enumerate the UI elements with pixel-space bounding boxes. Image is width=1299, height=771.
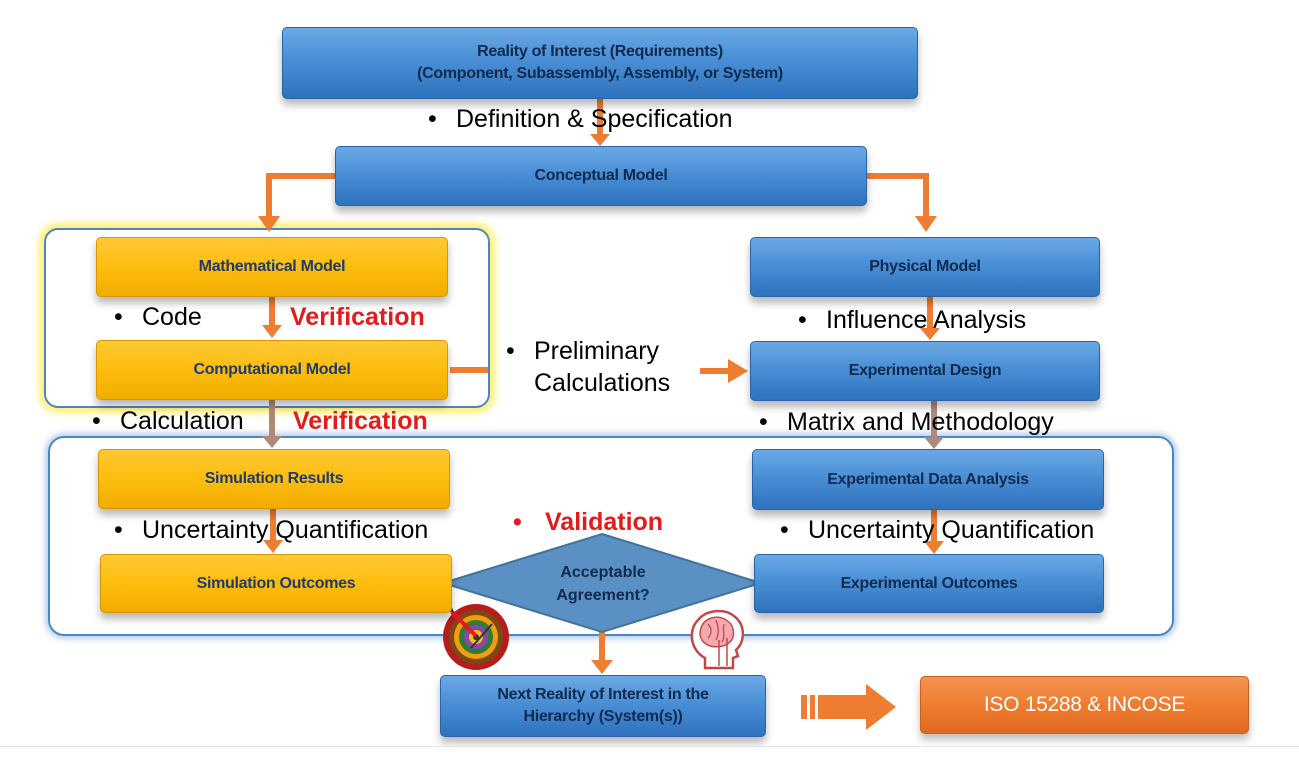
validation-text: Validation — [545, 508, 664, 536]
matrix-text: Matrix and Methodology — [787, 408, 1054, 436]
simulation-results-box: Simulation Results — [98, 449, 450, 509]
iso-incose-box: ISO 15288 & INCOSE — [920, 676, 1249, 734]
uq-left-annotation: • Uncertainty Quantification — [114, 515, 428, 545]
physical-model-box: Physical Model — [750, 237, 1100, 297]
simulation-outcomes-label: Simulation Outcomes — [196, 574, 356, 592]
bottom-divider — [0, 746, 1299, 747]
arrow-computational-to-simulation-results — [262, 400, 282, 448]
reality-line-1: Reality of Interest (Requirements) — [477, 43, 723, 60]
code-text: Code — [142, 303, 202, 331]
bullet: • — [798, 306, 807, 334]
next-reality-box: Next Reality of Interest in the Hierarch… — [440, 675, 766, 737]
brain-head-icon — [690, 609, 745, 670]
physical-model-label: Physical Model — [869, 258, 981, 275]
bullet: • — [114, 303, 123, 331]
arrow-physical-to-experimental-design — [920, 297, 940, 340]
experimental-outcomes-label: Experimental Outcomes — [840, 574, 1018, 592]
matrix-annotation: • Matrix and Methodology — [759, 407, 1054, 437]
definition-text: Definition & Specification — [456, 105, 733, 133]
preliminary-annotation: • Preliminary — [506, 336, 659, 366]
arrow-mathematical-to-computational — [262, 297, 282, 338]
experimental-design-label: Experimental Design — [848, 362, 1002, 379]
bullet: • — [506, 337, 515, 365]
arrow-decision-to-next-reality — [591, 632, 613, 674]
reality-of-interest-box: Reality of Interest (Requirements) (Comp… — [282, 27, 918, 99]
bullet: • — [428, 105, 437, 133]
calculation-text: Calculation — [120, 407, 244, 435]
validation-frame — [48, 436, 1174, 636]
conceptual-model-label: Conceptual Model — [534, 167, 668, 184]
decision-diamond — [439, 532, 765, 634]
arrow-reality-to-conceptual — [590, 99, 610, 146]
arrow-conceptual-to-physical — [867, 173, 937, 232]
uq-right-annotation: • Uncertainty Quantification — [780, 515, 1094, 545]
preliminary-text-1: Preliminary — [534, 337, 660, 365]
simulation-results-label: Simulation Results — [204, 470, 344, 487]
experimental-data-analysis-box: Experimental Data Analysis — [752, 449, 1104, 510]
arrow-sim-results-to-outcomes — [263, 509, 283, 553]
uq-left-text: Uncertainty Quantification — [142, 516, 429, 544]
mathematical-model-label: Mathematical Model — [198, 258, 346, 275]
arrow-data-analysis-to-outcomes — [924, 510, 944, 554]
arrow-computational-to-experimental-design — [450, 359, 748, 383]
next-reality-line-1: Next Reality of Interest in the — [497, 686, 709, 703]
experimental-outcomes-box: Experimental Outcomes — [754, 554, 1104, 613]
arrow-next-reality-to-iso — [801, 684, 896, 730]
influence-annotation: • Influence Analysis — [798, 305, 1026, 335]
validation-annotation: • Validation — [513, 507, 663, 537]
iso-incose-label: ISO 15288 & INCOSE — [983, 693, 1186, 716]
computational-model-box: Computational Model — [96, 340, 448, 400]
bullet: • — [780, 516, 789, 544]
verification-label-2: Verification — [293, 407, 428, 435]
verification-label-1: Verification — [290, 303, 425, 331]
target-dart-icon — [443, 604, 509, 670]
code-annotation: • Code — [114, 302, 202, 332]
computational-model-label: Computational Model — [193, 361, 351, 378]
bullet: • — [513, 508, 522, 536]
simulation-outcomes-box: Simulation Outcomes — [100, 554, 452, 613]
mathematical-model-box: Mathematical Model — [96, 237, 448, 297]
bullet: • — [759, 408, 768, 436]
experimental-data-analysis-label: Experimental Data Analysis — [827, 470, 1029, 488]
calculation-annotation: • Calculation — [92, 406, 244, 436]
decision-line-2: Agreement? — [556, 587, 650, 604]
decision-label: Acceptable Agreement? — [500, 559, 706, 609]
arrow-conceptual-to-mathematical — [258, 173, 335, 232]
reality-line-2: (Component, Subassembly, Assembly, or Sy… — [417, 65, 783, 82]
bullet: • — [114, 516, 123, 544]
definition-annotation: • Definition & Specification — [428, 104, 733, 134]
experimental-design-box: Experimental Design — [750, 341, 1100, 401]
preliminary-annotation-line-2: Calculations — [534, 369, 671, 397]
arrow-design-to-data-analysis — [924, 401, 944, 449]
bullet: • — [92, 407, 101, 435]
conceptual-model-box: Conceptual Model — [335, 146, 867, 206]
influence-text: Influence Analysis — [826, 306, 1027, 334]
next-reality-line-2: Hierarchy (System(s)) — [523, 708, 683, 725]
decision-line-1: Acceptable — [560, 564, 646, 581]
uq-right-text: Uncertainty Quantification — [808, 516, 1095, 544]
